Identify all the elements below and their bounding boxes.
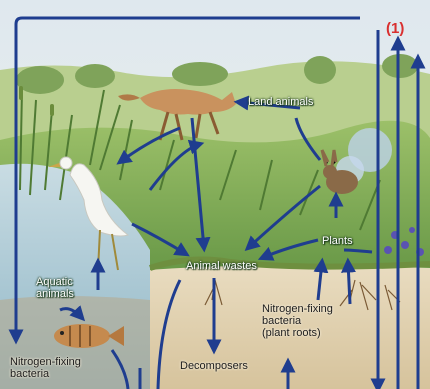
arrow-roots-to-plants-2: [348, 262, 350, 304]
label-nfb-roots-1: Nitrogen-fixing: [262, 303, 333, 315]
label-aquatic-animals-1: Aquatic: [36, 276, 73, 288]
label-nfb-soil-2: bacteria: [10, 368, 49, 380]
label-decomposers: Decomposers: [180, 360, 248, 372]
label-nfb-soil-1: Nitrogen-fixing: [10, 356, 81, 368]
label-nfb-roots-3: (plant roots): [262, 327, 321, 339]
label-land-animals: Land animals: [248, 96, 313, 108]
label-nfb-roots-2: bacteria: [262, 315, 301, 327]
label-animal-wastes: Animal wastes: [186, 260, 257, 272]
step-marker: (1): [386, 20, 404, 37]
label-plants: Plants: [322, 235, 353, 247]
label-aquatic-animals-2: animals: [36, 288, 74, 300]
